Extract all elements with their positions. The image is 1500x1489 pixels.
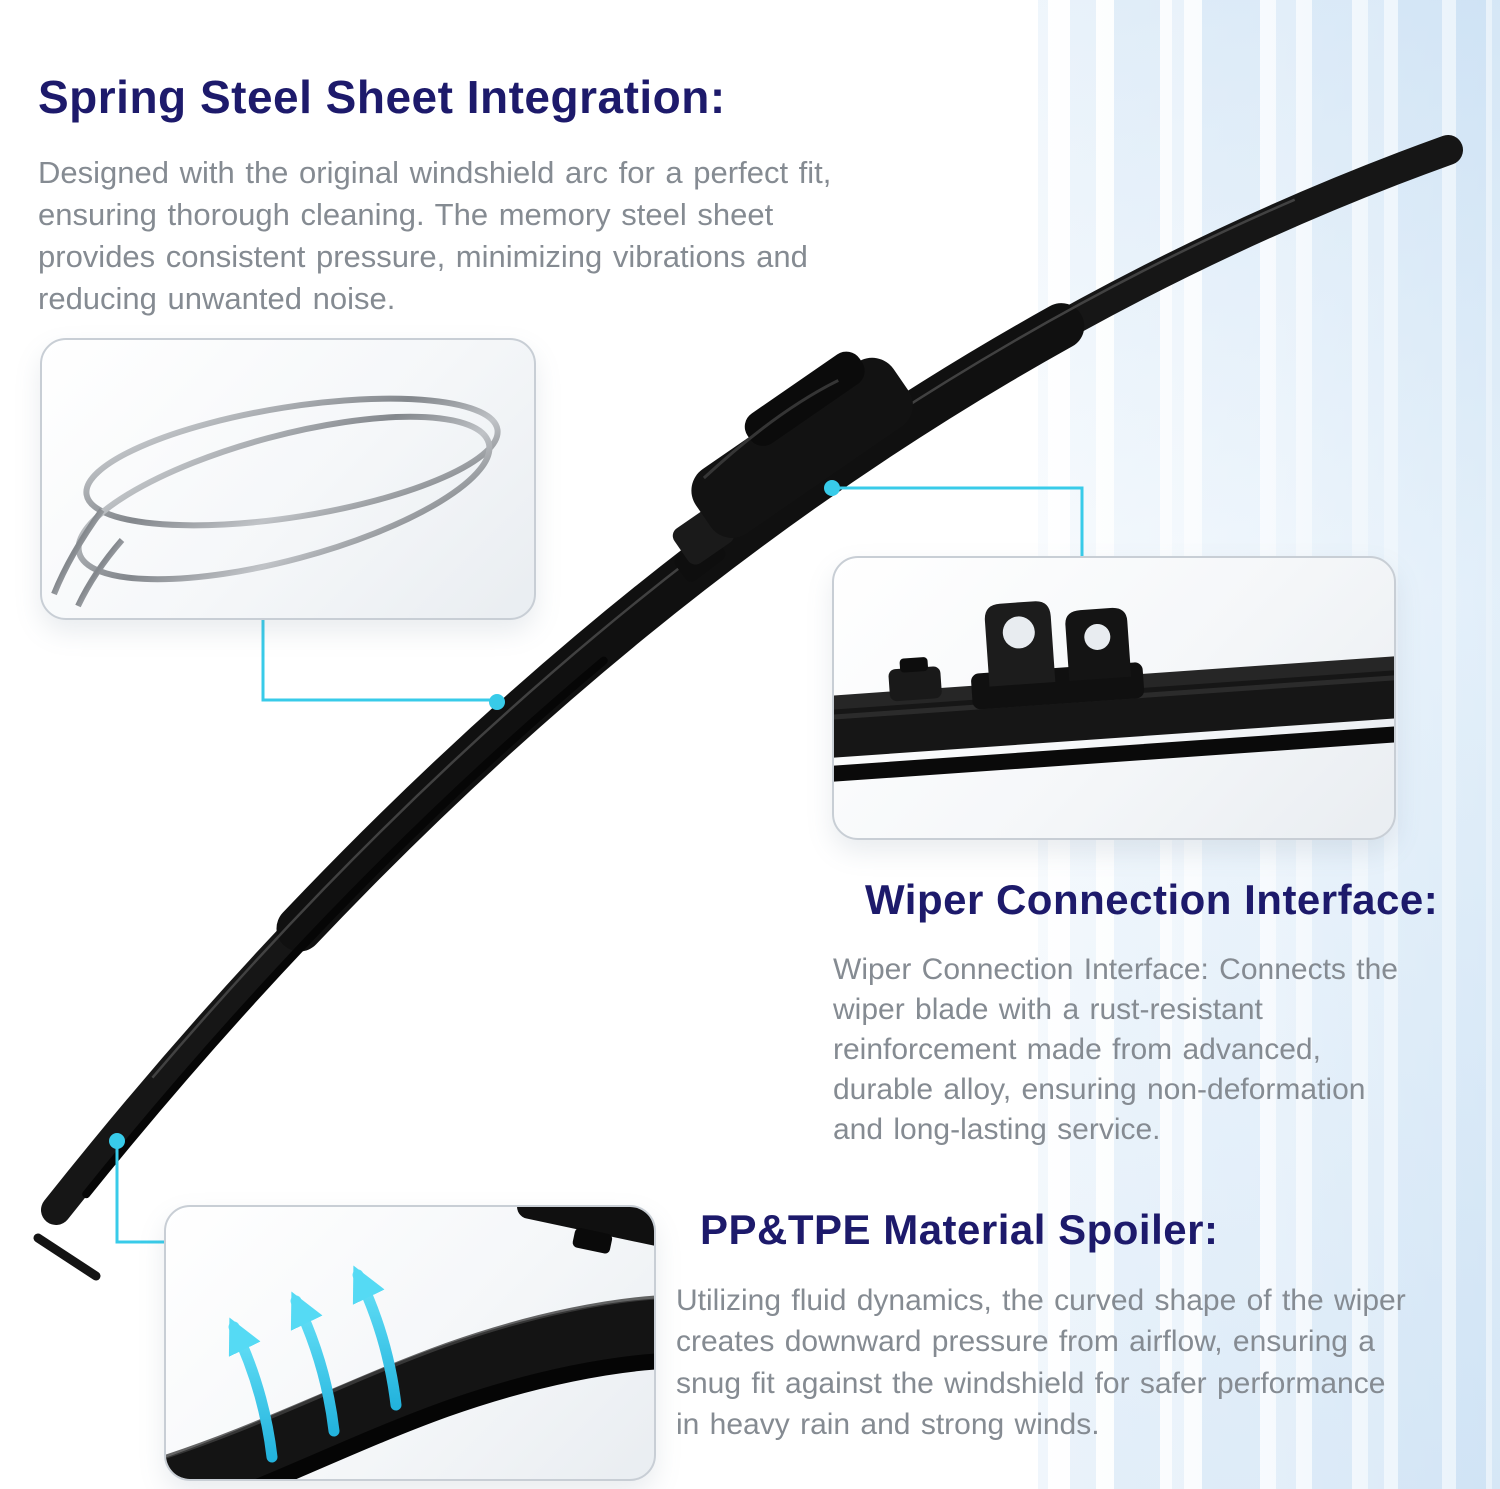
section-spoiler: PP&TPE Material Spoiler: Utilizing fluid… bbox=[676, 1206, 1466, 1446]
rubber-tip bbox=[33, 1233, 101, 1281]
callout-dot bbox=[824, 480, 840, 496]
connection-heading: Wiper Connection Interface: bbox=[865, 876, 1439, 923]
wiper-blade-illustration bbox=[33, 127, 1471, 1281]
squeegee-strip bbox=[60, 158, 1460, 1226]
spoiler-body: Utilizing fluid dynamics, the curved sha… bbox=[676, 1284, 1406, 1442]
section-connection: Wiper Connection Interface: Wiper Connec… bbox=[833, 876, 1473, 1149]
connector-inset-image bbox=[832, 556, 1396, 840]
airflow-arrow-icon bbox=[352, 1265, 402, 1411]
callout-line-spoiler bbox=[115, 1148, 164, 1244]
spring-steel-body: Designed with the original windshield ar… bbox=[38, 155, 832, 317]
streak-bar bbox=[1456, 0, 1486, 1489]
callout-line-connector bbox=[838, 486, 1084, 556]
streak-bar bbox=[1398, 0, 1442, 1489]
callout-dot bbox=[489, 694, 505, 710]
streak-bar bbox=[1492, 0, 1500, 1489]
connector-rail bbox=[834, 601, 1394, 782]
airflow-arrow-icon bbox=[228, 1317, 278, 1463]
bracket-hole bbox=[1002, 616, 1035, 649]
spoiler-profile bbox=[166, 1207, 654, 1479]
steel-sheet-inset-image bbox=[40, 338, 536, 620]
spring-steel-sheets bbox=[51, 395, 501, 608]
bracket-hole bbox=[1084, 623, 1111, 650]
airflow-arrow-icon bbox=[290, 1291, 340, 1437]
callout-dot bbox=[109, 1133, 125, 1149]
spoiler-heading: PP&TPE Material Spoiler: bbox=[700, 1206, 1219, 1253]
connector-housing bbox=[672, 351, 913, 565]
connection-body: Wiper Connection Interface: Connects the… bbox=[833, 953, 1398, 1146]
callout-lines bbox=[115, 486, 1084, 1244]
airflow-arrows bbox=[228, 1265, 402, 1463]
callout-dots bbox=[109, 480, 840, 1149]
spring-steel-heading: Spring Steel Sheet Integration: bbox=[38, 71, 726, 123]
section-spring-steel: Spring Steel Sheet Integration: Designed… bbox=[38, 70, 938, 321]
spoiler-inset-image bbox=[164, 1205, 656, 1481]
callout-line-steel-sheet bbox=[261, 616, 490, 702]
